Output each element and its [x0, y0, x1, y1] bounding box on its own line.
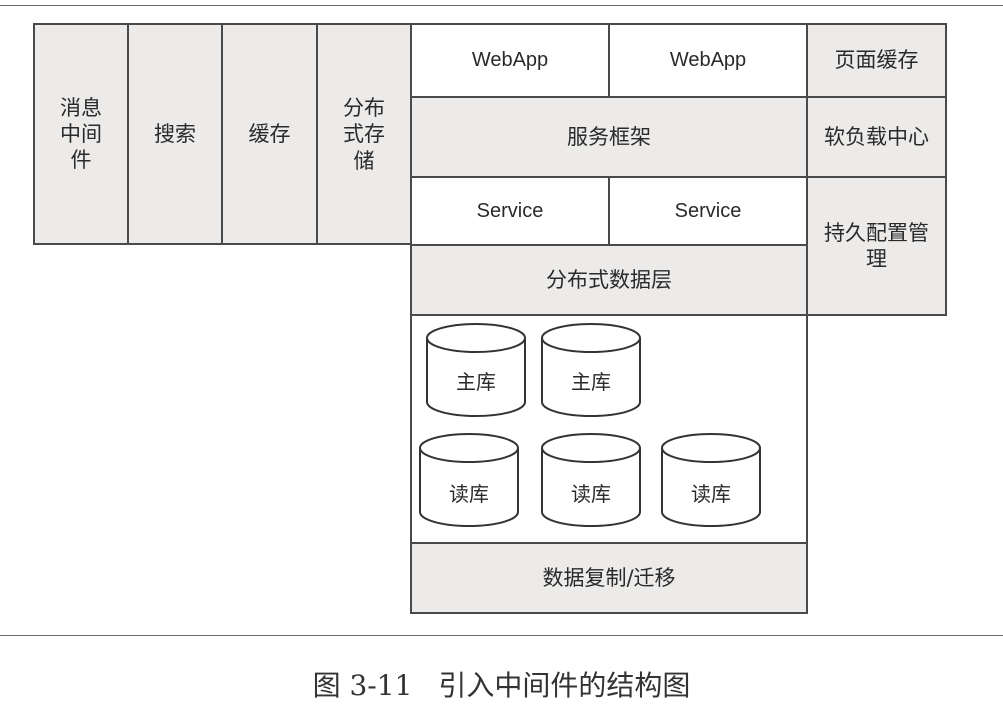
page-cache-box: 页面缓存 [806, 23, 947, 98]
replication-label: 数据复制/迁移 [542, 565, 676, 590]
read-db-1: 读库 [418, 432, 520, 528]
message-middleware-box: 消息中间件 [33, 23, 129, 245]
data-layer-label: 分布式数据层 [546, 267, 672, 292]
distributed-storage-box: 分布式存储 [316, 23, 412, 245]
database-cylinder-icon [541, 323, 641, 417]
webapp-label-1: WebApp [471, 49, 549, 71]
service-label-2: Service [674, 199, 742, 222]
master-db-label-2: 主库 [571, 370, 611, 394]
search-box: 搜索 [127, 23, 223, 245]
message-middleware-label: 消息中间件 [60, 95, 102, 173]
search-label: 搜索 [154, 121, 196, 146]
database-cylinder-icon [419, 433, 519, 527]
database-cylinder-icon [541, 433, 641, 527]
cache-label: 缓存 [248, 121, 291, 146]
figure-title: 引入中间件的结构图 [438, 669, 691, 702]
read-db-label-1: 读库 [449, 482, 489, 506]
service-framework-label: 服务框架 [567, 124, 651, 149]
master-db-1: 主库 [425, 322, 527, 418]
persistent-config-box: 持久配置管理 [806, 176, 947, 316]
database-cylinder-icon [661, 433, 761, 527]
replication-box: 数据复制/迁移 [410, 542, 808, 614]
figure-number: 图 3-11 [312, 669, 413, 702]
persistent-config-label: 持久配置管理 [824, 220, 929, 271]
top-rule [0, 5, 1003, 6]
database-cylinder-icon [426, 323, 526, 417]
webapp-box-2: WebApp [608, 23, 808, 98]
master-db-2: 主库 [540, 322, 642, 418]
read-db-2: 读库 [540, 432, 642, 528]
webapp-label-2: WebApp [669, 49, 747, 71]
read-db-label-2: 读库 [571, 482, 611, 506]
distributed-storage-label: 分布式存储 [343, 96, 385, 173]
read-db-label-3: 读库 [691, 482, 731, 506]
service-framework-box: 服务框架 [410, 96, 808, 178]
figure-caption: 图 3-11 引入中间件的结构图 [0, 664, 1003, 704]
page-cache-label: 页面缓存 [834, 48, 919, 73]
webapp-box-1: WebApp [410, 23, 610, 98]
service-box-1: Service [410, 176, 610, 246]
read-db-3: 读库 [660, 432, 762, 528]
data-layer-box: 分布式数据层 [410, 244, 808, 316]
bottom-rule [0, 635, 1003, 636]
master-db-label-1: 主库 [456, 370, 496, 394]
service-box-2: Service [608, 176, 808, 246]
service-label-1: Service [476, 199, 544, 222]
soft-load-center-box: 软负载中心 [806, 96, 947, 178]
cache-box: 缓存 [221, 23, 318, 245]
soft-load-center-label: 软负载中心 [824, 124, 929, 149]
